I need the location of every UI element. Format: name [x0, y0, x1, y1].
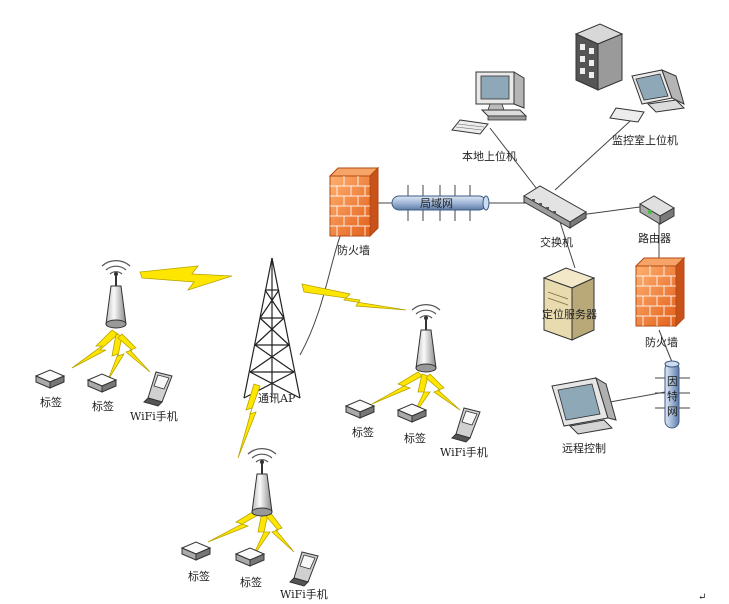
phone-left — [143, 371, 173, 407]
lightning-bolt-icon — [71, 329, 119, 369]
remote-control-pc: 远程控制 — [551, 376, 617, 455]
monitor-room-host: 监控室上位机 — [574, 23, 686, 147]
tag-left-2-label: 标签 — [92, 399, 114, 413]
lightning-bolt-icon — [207, 509, 261, 543]
tag-bottom-1-label: 标签 — [188, 569, 210, 583]
lightning-bolt-icon — [139, 265, 233, 291]
positioning-server: 定位服务器 — [542, 267, 597, 341]
lightning-bolt-icon — [117, 333, 151, 373]
lightning-bolt-icon — [371, 371, 423, 405]
paragraph-mark: ↵ — [698, 592, 706, 603]
tag-left-1 — [35, 369, 65, 389]
internet-pipe: 因 特 网 — [655, 360, 690, 429]
firewall-top-label: 防火墙 — [337, 243, 370, 257]
firewall-top: 防火墙 — [329, 167, 379, 257]
lightning-bolt-icon — [301, 283, 407, 311]
ap-tower-label: 通讯AP — [258, 392, 296, 405]
phone-left-label: WiFi手机 — [130, 409, 178, 423]
tag-bottom-1 — [181, 541, 211, 561]
internet-label-1: 因 — [667, 375, 678, 388]
lan-pipe: 局域网 — [391, 185, 490, 221]
tag-left-1-label: 标签 — [40, 395, 62, 409]
internet-label-2: 特 — [667, 389, 678, 403]
phone-bottom-label: WiFi手机 — [280, 587, 328, 601]
server-label: 定位服务器 — [542, 307, 597, 321]
firewall-right: 防火墙 — [635, 257, 685, 349]
phone-bottom — [289, 551, 319, 587]
tag-right-1-label: 标签 — [352, 425, 374, 439]
ap-left — [101, 259, 131, 329]
lightning-bolt-icon — [425, 373, 461, 411]
firewall-right-label: 防火墙 — [645, 335, 678, 349]
monitor-host-label: 监控室上位机 — [612, 133, 678, 147]
tag-right-1 — [345, 399, 375, 419]
local-host-pc: 本地上位机 — [451, 71, 527, 163]
ap-tower — [243, 257, 301, 399]
ap-bottom — [247, 447, 277, 517]
internet-label-3: 网 — [667, 405, 678, 418]
connection-lines — [299, 111, 673, 403]
router-label: 路由器 — [638, 231, 671, 245]
tag-bottom-2 — [235, 547, 265, 567]
switch-label: 交换机 — [540, 235, 573, 249]
ap-right — [411, 303, 441, 373]
building-icon — [574, 23, 624, 91]
tag-bottom-2-label: 标签 — [240, 575, 262, 589]
local-host-label: 本地上位机 — [462, 149, 517, 163]
phone-right-label: WiFi手机 — [440, 445, 488, 459]
tag-left-2 — [87, 373, 117, 393]
switch-device: 交换机 — [523, 185, 587, 249]
lightning-bolt-icon — [265, 511, 295, 553]
router-device: 路由器 — [638, 195, 675, 245]
lan-label: 局域网 — [420, 197, 453, 210]
lightning-bolt-icon — [237, 383, 261, 459]
tag-right-2-label: 标签 — [404, 431, 426, 445]
remote-label: 远程控制 — [562, 441, 606, 455]
phone-right — [451, 407, 481, 443]
tag-right-2 — [397, 403, 427, 423]
wireless-links — [71, 265, 461, 559]
monitor-pc-icon — [609, 69, 686, 123]
